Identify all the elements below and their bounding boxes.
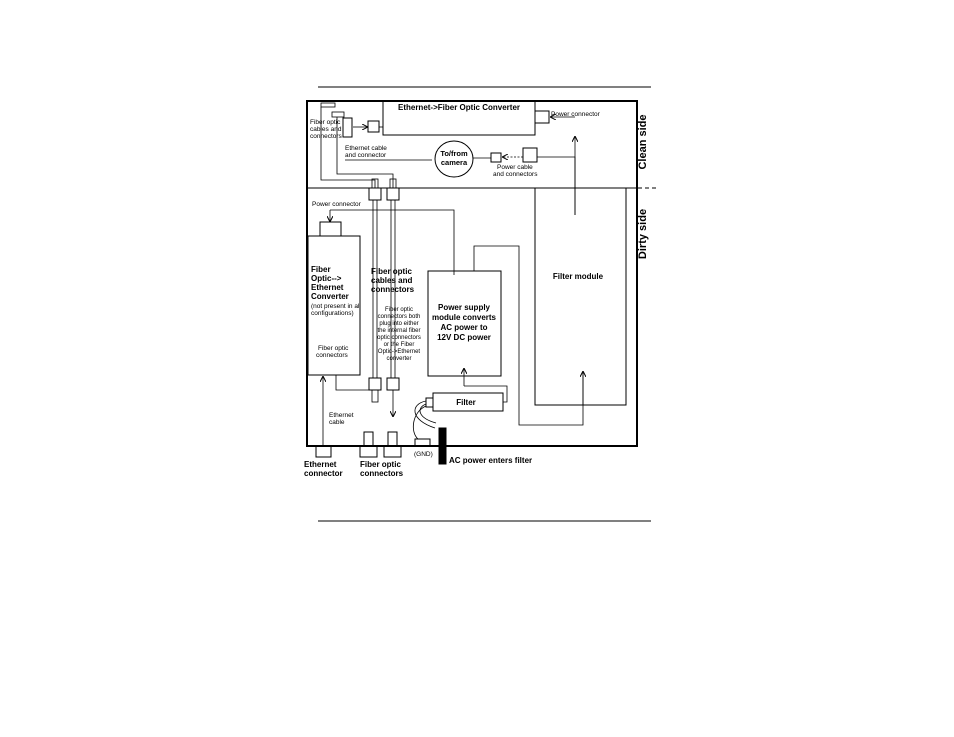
fiber-lower-block-2 bbox=[386, 377, 400, 391]
fiber-top-connector-block bbox=[342, 117, 353, 138]
camera-port bbox=[434, 140, 474, 178]
fiber-port-bottom-1 bbox=[363, 431, 374, 447]
filter-label: Filter bbox=[456, 398, 476, 407]
fiber-note-7: Optic->Ethernet bbox=[378, 349, 421, 355]
power-cable-label-2: and connectors bbox=[493, 171, 538, 178]
fiber-lower-block-1 bbox=[368, 377, 382, 391]
power-connector-left-label: Power connector bbox=[312, 201, 362, 208]
fiber-to-eth-converter bbox=[307, 235, 361, 376]
fiber-run-2 bbox=[336, 117, 394, 188]
fiber-top-label-3: connectors bbox=[310, 133, 343, 140]
filter-module bbox=[534, 187, 627, 406]
filter-inlet bbox=[425, 397, 434, 408]
fiber-connector-block-2 bbox=[386, 187, 400, 201]
power-cable-label-1: Power cable bbox=[497, 164, 533, 171]
psu-to-filter-module bbox=[473, 245, 584, 426]
top-power-connector-box bbox=[534, 110, 550, 124]
power-cable-to-filter-module bbox=[537, 156, 576, 215]
fo-conv-label-2: Optic--> bbox=[311, 274, 342, 283]
ethernet-port-top bbox=[367, 120, 380, 133]
fiber-top-label-1: Fiber optic bbox=[310, 119, 341, 126]
gnd-label: (GND) bbox=[414, 451, 433, 458]
fo-conv-label-5: (not present in all bbox=[311, 303, 361, 310]
power-cable-plug bbox=[490, 152, 502, 163]
fiber-mid-label-1: Fiber optic bbox=[371, 267, 412, 276]
fo-conv-fiber-label-1: Fiber optic bbox=[318, 345, 349, 352]
filter-to-psu bbox=[464, 385, 508, 403]
fiber-note-3: plug into either bbox=[379, 321, 418, 327]
fiber-run-1 bbox=[320, 107, 376, 188]
ac-power-inlet bbox=[438, 427, 447, 465]
fiber-note-2: connectors both bbox=[378, 314, 421, 320]
fiber-conn-label-2: connectors bbox=[360, 469, 404, 478]
fiber-note-5: optic connectors bbox=[377, 335, 421, 341]
eth-cable-low-label-2: cable bbox=[329, 419, 345, 426]
power-connector-left-line bbox=[330, 209, 455, 275]
fiber-note-1: Fiber optic bbox=[385, 307, 413, 313]
eth-conn-label-2: connector bbox=[304, 469, 343, 478]
power-supply-module bbox=[427, 270, 502, 377]
camera-label-1: To/from bbox=[440, 149, 468, 158]
fiber-top-label-2: cables and bbox=[310, 126, 342, 133]
fo-conv-fiber-label-2: connectors bbox=[316, 352, 349, 359]
fiber-connector-block-1 bbox=[368, 187, 382, 201]
fiber-mid-label-3: connectors bbox=[371, 285, 415, 294]
psu-label-4: 12V DC power bbox=[437, 333, 491, 342]
psu-label-3: AC power to bbox=[440, 323, 487, 332]
dirty-side-label: Dirty side bbox=[637, 209, 649, 259]
fiber-note-6: or the Fiber bbox=[384, 342, 415, 348]
filter-wire-1 bbox=[414, 400, 436, 429]
psu-label-1: Power supply bbox=[438, 303, 491, 312]
fo-conv-label-4: Converter bbox=[311, 292, 349, 301]
fiber-note-4: the internal fiber bbox=[377, 328, 420, 334]
gnd-box bbox=[414, 438, 431, 447]
fo-conv-label-6: configurations) bbox=[311, 310, 354, 317]
filter-module-label: Filter module bbox=[553, 272, 604, 281]
ethernet-connector-box bbox=[315, 445, 332, 458]
eth-cable-label-1: Ethernet cable bbox=[345, 145, 387, 152]
filter-wire-2 bbox=[419, 403, 437, 424]
ac-power-label: AC power enters filter bbox=[449, 456, 532, 465]
fo-conv-label-3: Ethernet bbox=[311, 283, 344, 292]
camera-label-2: camera bbox=[441, 158, 468, 167]
clean-side-label: Clean side bbox=[637, 114, 649, 169]
fiber-conn-box-1 bbox=[359, 445, 378, 458]
eth-conn-label-1: Ethernet bbox=[304, 460, 337, 469]
fiber-mid-label-2: cables and bbox=[371, 276, 412, 285]
fiber-plug-top-1 bbox=[320, 102, 336, 108]
fo-conv-label-1: Fiber bbox=[311, 265, 331, 274]
fiber-plug-top-2 bbox=[331, 111, 345, 118]
eth-to-fiber-label: Ethernet->Fiber Optic Converter bbox=[398, 103, 520, 112]
fiber-conn-box-2 bbox=[383, 445, 402, 458]
power-connector-top-label: Power connector bbox=[551, 111, 601, 118]
fiber-conn-label-1: Fiber optic bbox=[360, 460, 401, 469]
fo-converter-power-box bbox=[319, 221, 342, 237]
power-cable-socket bbox=[522, 147, 538, 163]
eth-cable-low-label-1: Ethernet bbox=[329, 412, 354, 419]
psu-label-2: module converts bbox=[432, 313, 497, 322]
eth-cable-label-2: and connector bbox=[345, 152, 387, 159]
fiber-note-8: converter bbox=[386, 356, 411, 362]
fo-converter-to-fiber bbox=[335, 375, 369, 391]
fiber-port-bottom-2 bbox=[387, 431, 398, 447]
fiber-lower-plug-1 bbox=[371, 389, 379, 403]
gnd-wire bbox=[412, 405, 427, 440]
